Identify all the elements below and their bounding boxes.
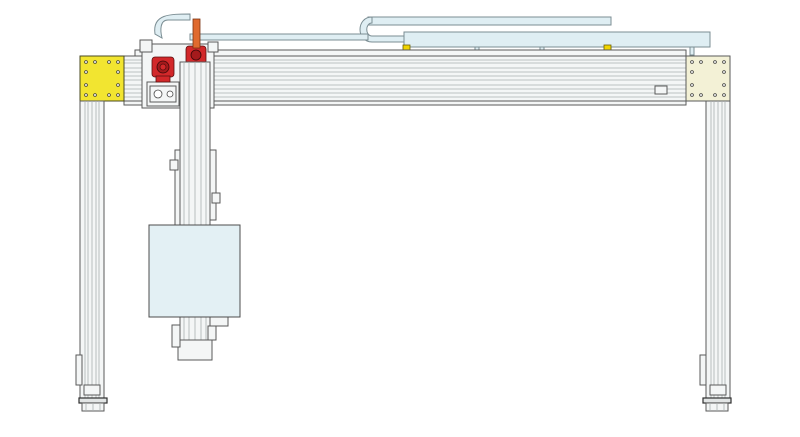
cable-chain-bend [154, 13, 191, 40]
duct-support [689, 46, 695, 56]
left-end-plate [79, 55, 125, 102]
horizontal-beam [123, 49, 687, 106]
beam-top-rail [134, 49, 687, 57]
cable-duct-assembly [154, 13, 711, 56]
lower-cable-duct [403, 31, 711, 48]
right-end-plate [685, 55, 731, 102]
drive-motor-icon [151, 56, 175, 83]
cable-chain-track [189, 33, 369, 41]
right-foot [702, 397, 732, 404]
beam-bottom-strip [123, 100, 687, 106]
right-leg [699, 100, 732, 412]
upper-cable-duct [367, 16, 612, 26]
beam-end-bracket [654, 85, 668, 95]
beam-grooves [124, 59, 686, 98]
left-foot [78, 397, 108, 404]
cable-riser [192, 18, 201, 49]
left-leg [75, 100, 108, 412]
gripper-panel [148, 224, 241, 318]
